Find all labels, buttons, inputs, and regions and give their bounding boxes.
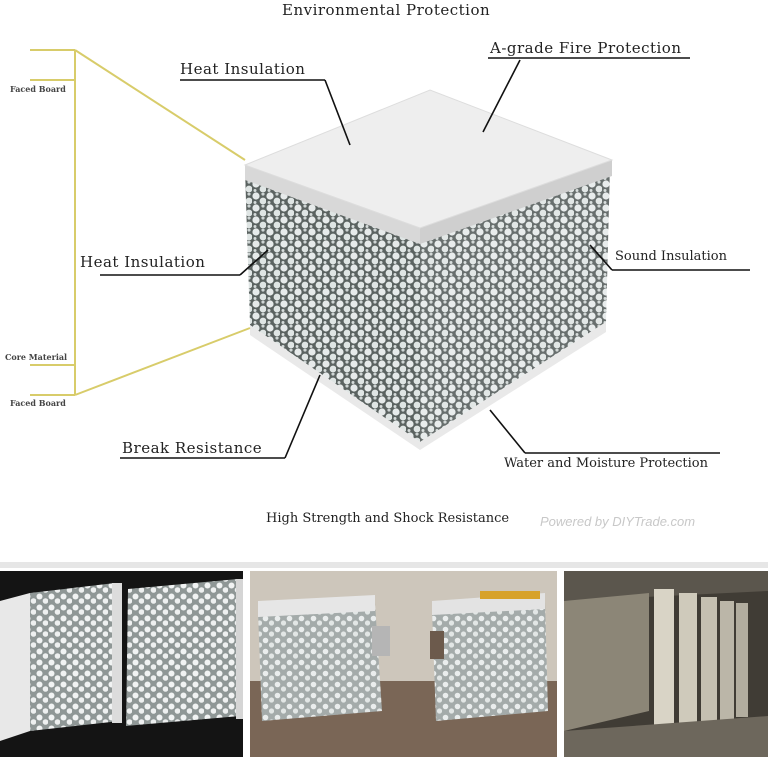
label-heat-insulation-left: Heat Insulation bbox=[80, 253, 206, 271]
panel-left-core-face bbox=[245, 170, 420, 442]
label-heat-insulation-top: Heat Insulation bbox=[180, 60, 306, 78]
photo-installed-walls bbox=[564, 571, 768, 757]
label-sound-insulation: Sound Insulation bbox=[615, 249, 727, 264]
label-environmental-protection: Environmental Protection bbox=[282, 1, 491, 19]
panel-right-core-face bbox=[420, 165, 610, 442]
watermark-text: Powered by DIYTrade.com bbox=[540, 514, 696, 529]
panel-top-board-edge-left bbox=[245, 165, 420, 244]
panel-diagram bbox=[30, 49, 750, 459]
label-water-moisture: Water and Moisture Protection bbox=[504, 456, 708, 471]
label-break-resistance: Break Resistance bbox=[122, 439, 263, 457]
label-faced-board-top: Faced Board bbox=[10, 84, 66, 94]
panel-top-board-edge-right bbox=[420, 160, 612, 244]
callout-lines bbox=[100, 57, 750, 459]
photo-panel-samples bbox=[0, 571, 243, 757]
label-core-material: Core Material bbox=[5, 352, 68, 362]
label-fire-protection: A-grade Fire Protection bbox=[490, 39, 682, 57]
layer-bracket bbox=[30, 49, 251, 396]
photo-tongue-groove-panels bbox=[250, 571, 557, 757]
label-faced-board-bottom: Faced Board bbox=[10, 398, 66, 408]
label-high-strength: High Strength and Shock Resistance bbox=[266, 511, 510, 526]
panel-top-face bbox=[243, 89, 614, 229]
section-divider bbox=[0, 562, 768, 568]
